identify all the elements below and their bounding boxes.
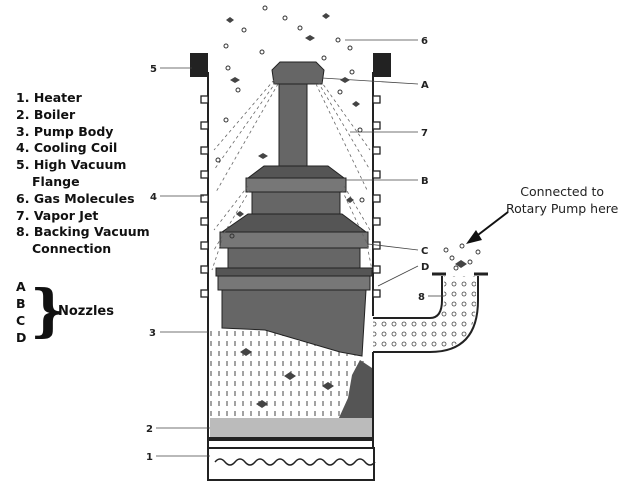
legend-item-vapor-jet: 7. Vapor Jet: [16, 207, 99, 223]
callout-6: 6: [421, 36, 428, 47]
high-vacuum-flange-left: [190, 53, 208, 77]
gas-molecule-blobs: [226, 13, 360, 408]
legend-item-heater: 1. Heater: [16, 90, 82, 105]
callout-5: 5: [150, 64, 157, 75]
nozzle-letter-c: C: [16, 313, 26, 328]
rotary-note-line2: Rotary Pump here: [506, 201, 619, 216]
callout-1: 1: [146, 452, 153, 463]
callout-d: D: [421, 262, 429, 273]
legend-item-high-vacuum-flange: 5. High Vacuum: [16, 157, 127, 173]
nozzle-letter-d: D: [16, 330, 27, 345]
boiler-dark-region: [325, 360, 372, 437]
exiting-gas-blob: [455, 260, 467, 268]
legend-item-backing-vacuum-cont: Connection: [32, 241, 112, 257]
legend-item-high-vacuum-flange-cont: Flange: [32, 173, 80, 189]
exiting-gas-molecules: [443, 243, 481, 271]
legend-item-boiler: 2. Boiler: [16, 106, 76, 122]
backing-vacuum-connection: [373, 272, 488, 353]
high-vacuum-flange-right: [373, 53, 391, 77]
nozzle-letter-b: B: [16, 296, 26, 311]
vapor-jets: [211, 79, 373, 271]
jet-stack: [215, 61, 373, 357]
callout-b: B: [421, 176, 429, 187]
boiler-fluid: [210, 328, 372, 437]
callout-4: 4: [150, 192, 157, 203]
leader-lines: [156, 39, 444, 457]
component-legend: 1. Heater 2. Boiler 3. Pump Body 4. Cool…: [16, 90, 150, 258]
boiler-plate: [208, 437, 374, 441]
cooling-coil: [200, 95, 381, 298]
heater-coil: [214, 458, 376, 466]
legend-item-gas-molecules: 6. Gas Molecules: [16, 190, 135, 206]
legend-item-cooling-coil: 4. Cooling Coil: [16, 140, 118, 156]
boiler-bottom-layer: [210, 418, 372, 438]
callout-8: 8: [418, 292, 425, 303]
callout-3: 3: [149, 328, 156, 339]
callout-c: C: [421, 246, 428, 257]
rotary-pump-note: Connected to Rotary Pump here: [506, 183, 618, 217]
legend-item-pump-body: 3. Pump Body: [16, 123, 114, 139]
legend-item-backing-vacuum: 8. Backing Vacuum: [16, 224, 150, 240]
rotary-note-line1: Connected to: [520, 184, 605, 199]
nozzle-letter-a: A: [16, 279, 26, 294]
callout-2: 2: [146, 424, 153, 435]
callout-7: 7: [421, 128, 428, 139]
nozzles-label: Nozzles: [58, 304, 114, 319]
rotary-arrow: [466, 211, 509, 244]
nozzle-letters: A B C D: [16, 278, 26, 346]
callout-a: A: [421, 80, 429, 91]
brace-glyph: }: [30, 278, 67, 344]
